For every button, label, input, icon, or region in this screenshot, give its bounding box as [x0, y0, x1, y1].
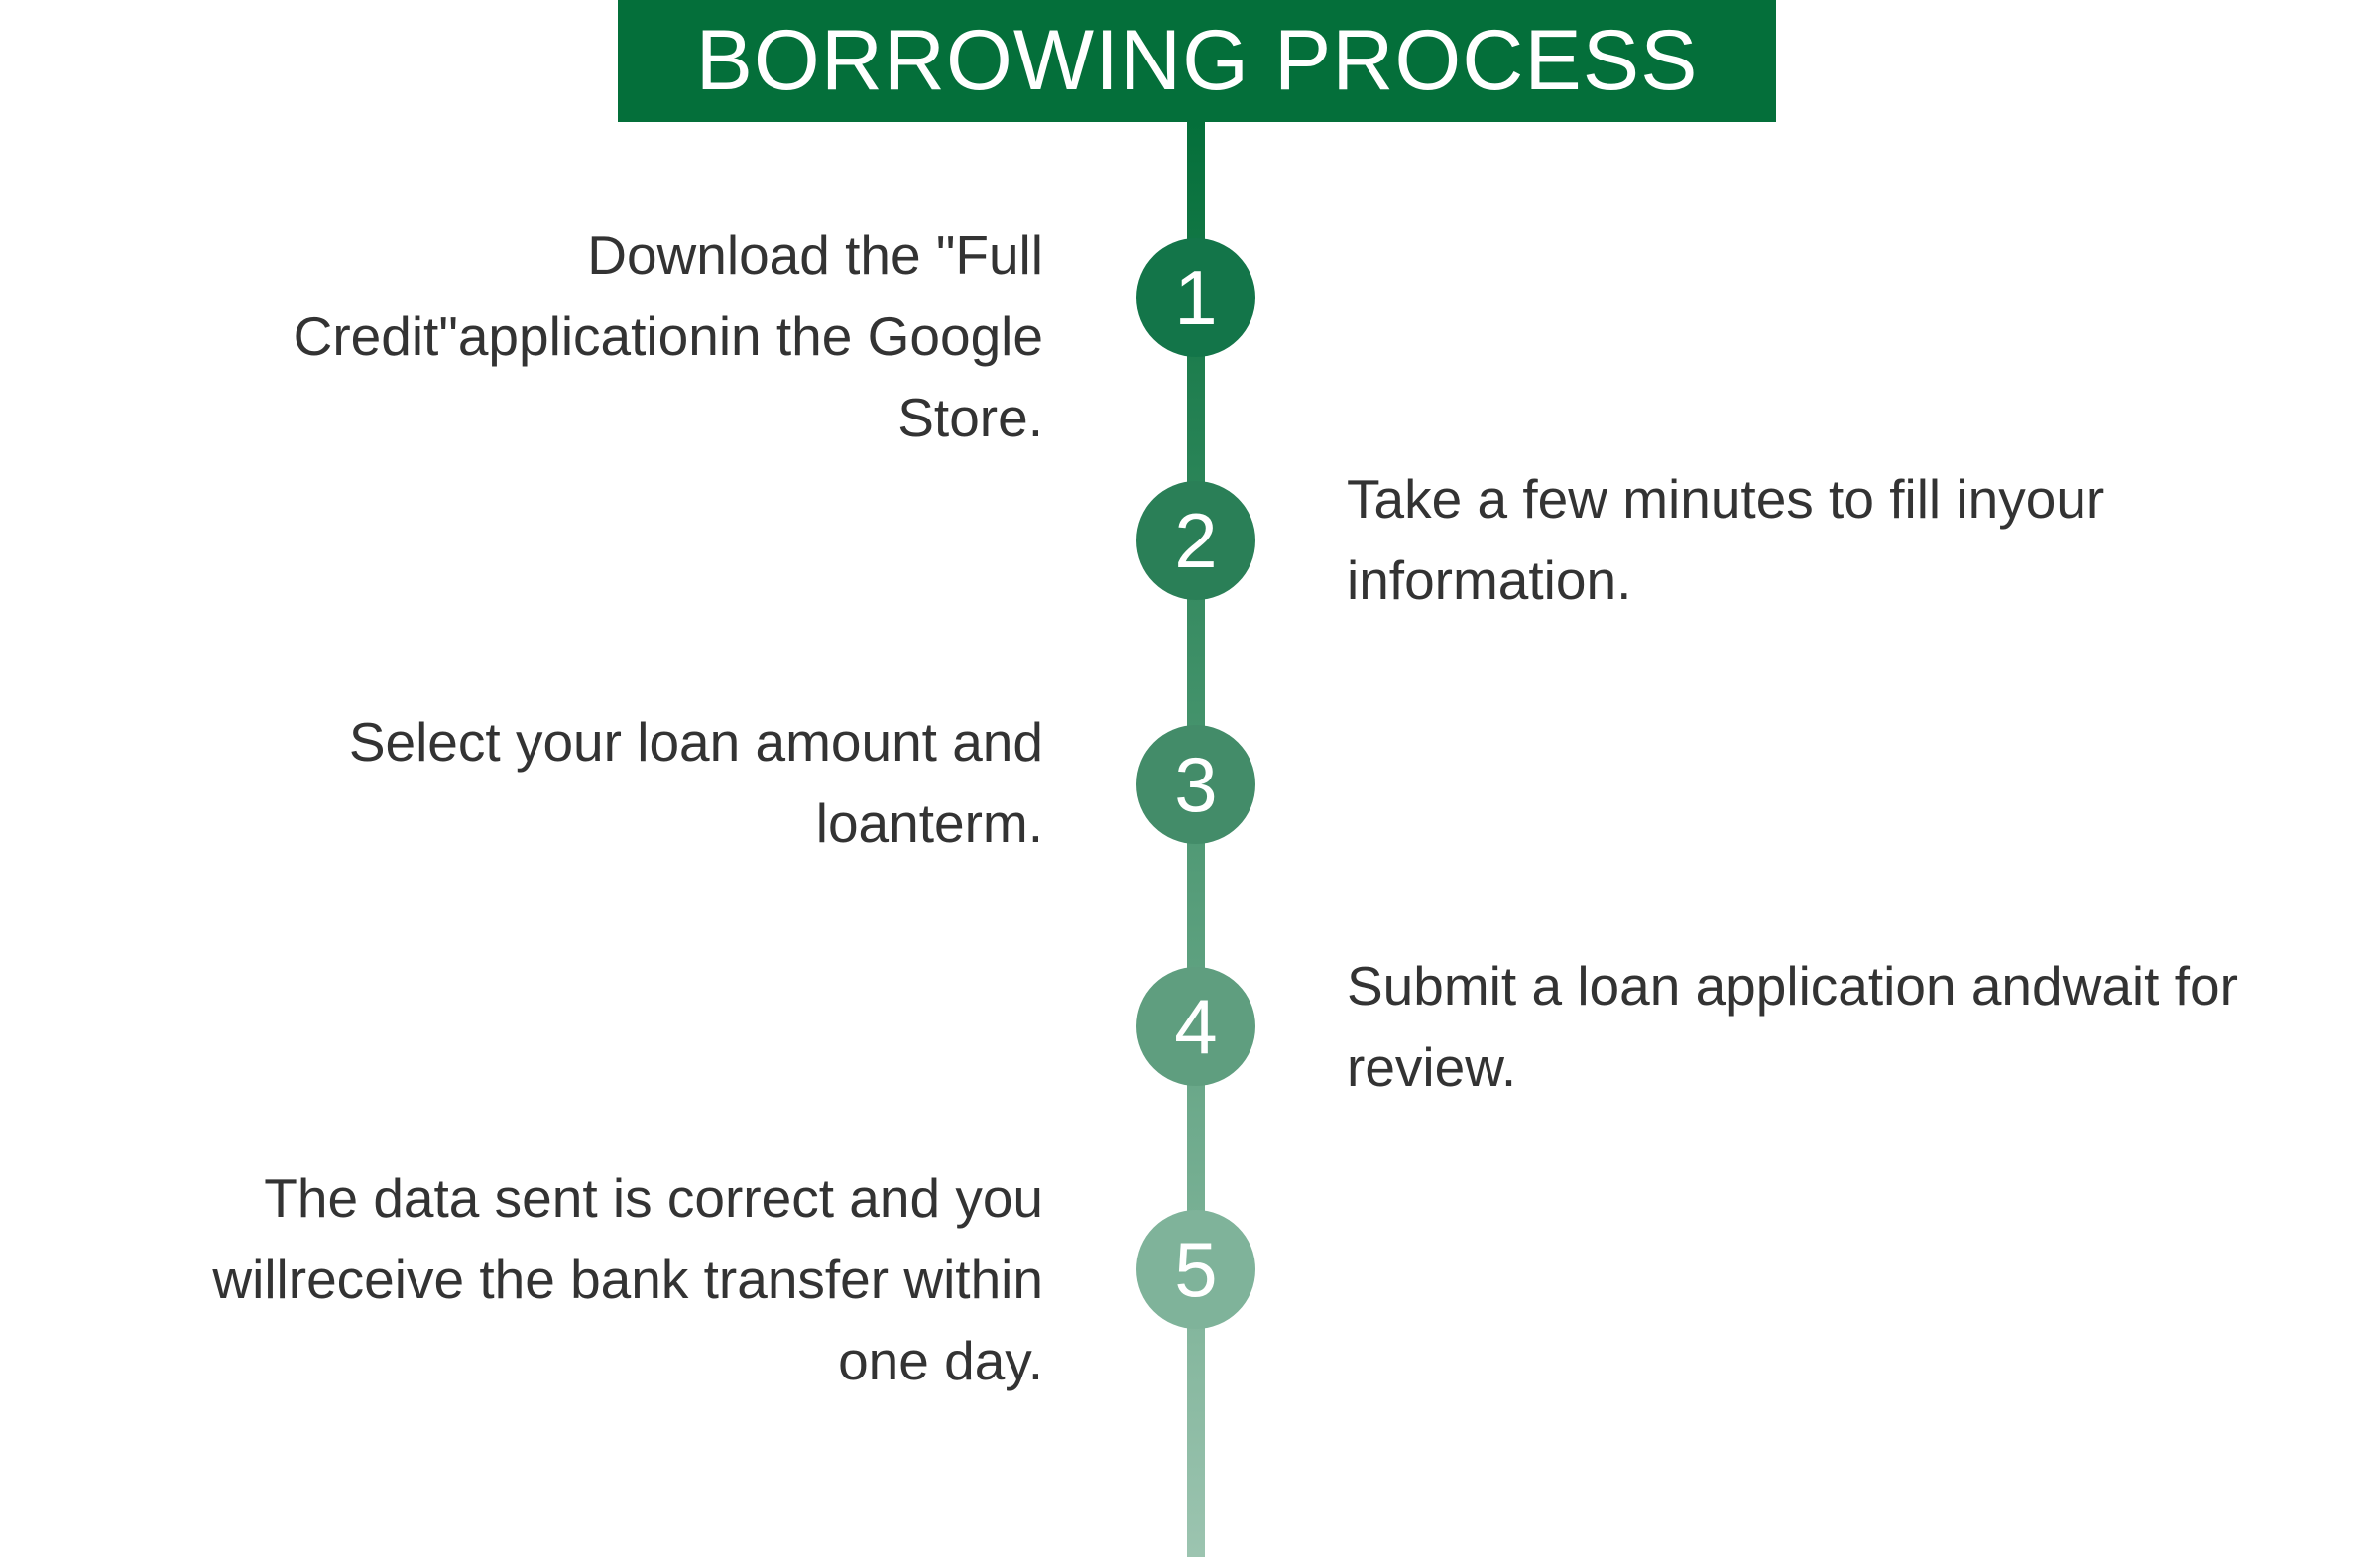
step-number: 4 [1174, 982, 1218, 1070]
step-number: 3 [1174, 740, 1218, 828]
title-banner: BORROWING PROCESS [618, 0, 1776, 122]
text-line: The data sent is correct and you [264, 1167, 1043, 1229]
text-line: Take a few minutes to fill inyour [1347, 468, 2105, 530]
step-3-text: Select your loan amount and loanterm. [349, 701, 1043, 864]
text-line: Select your loan amount and [348, 711, 1043, 773]
text-line: information. [1347, 549, 1632, 611]
text-line: Submit a loan application andwait for [1347, 955, 2238, 1017]
step-3-circle: 3 [1136, 725, 1255, 844]
step-1-circle: 1 [1136, 238, 1255, 357]
step-5-text: The data sent is correct and you willrec… [212, 1157, 1043, 1401]
step-1-text: Download the "Full Credit"applicationin … [294, 214, 1043, 458]
step-4-text: Submit a loan application andwait for re… [1347, 945, 2238, 1108]
text-line: review. [1347, 1036, 1517, 1098]
step-number: 2 [1174, 496, 1218, 584]
text-line: Store. [897, 387, 1043, 448]
text-line: one day. [838, 1330, 1043, 1391]
step-5-circle: 5 [1136, 1210, 1255, 1329]
text-line: Download the "Full [587, 224, 1043, 286]
step-4-circle: 4 [1136, 967, 1255, 1086]
step-2-text: Take a few minutes to fill inyour inform… [1347, 458, 2104, 621]
text-line: willreceive the bank transfer within [212, 1249, 1043, 1310]
step-number: 1 [1174, 253, 1218, 341]
text-line: Credit"applicationin the Google [293, 305, 1043, 367]
title: BORROWING PROCESS [695, 13, 1699, 108]
step-number: 5 [1174, 1225, 1218, 1313]
step-2-circle: 2 [1136, 481, 1255, 600]
text-line: loanterm. [815, 792, 1043, 854]
